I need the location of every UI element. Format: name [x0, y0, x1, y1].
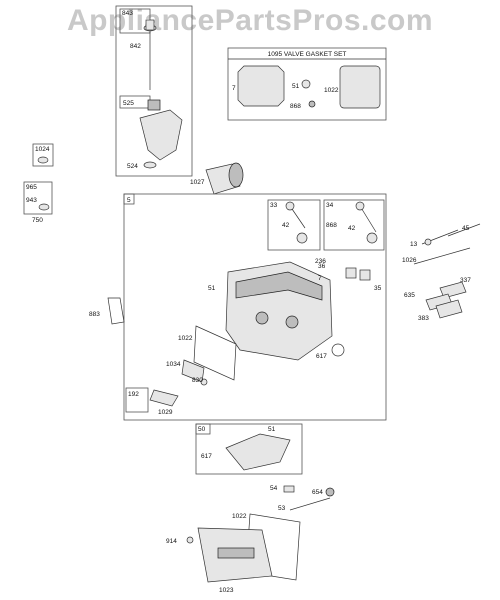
label-843: 843	[122, 10, 133, 17]
label-1026: 1026	[402, 257, 417, 264]
label-33: 33	[270, 202, 278, 209]
part-914	[186, 536, 194, 544]
label-42b: 42	[348, 225, 356, 232]
label-5: 5	[127, 197, 131, 204]
label-1022b: 1022	[178, 335, 193, 342]
valve-gasket-set-box	[227, 47, 387, 121]
dipstick-cap	[145, 19, 155, 31]
seal-868	[308, 100, 316, 108]
box-34	[323, 199, 385, 251]
gasket-1022b	[193, 325, 237, 381]
label-525: 525	[123, 100, 134, 107]
valve-45	[447, 223, 481, 237]
label-236: 236	[315, 258, 326, 265]
label-868b: 868	[326, 222, 337, 229]
fill-cap	[147, 99, 161, 111]
label-914: 914	[166, 538, 177, 545]
label-51c: 51	[268, 426, 276, 433]
pushrod-1026	[413, 247, 471, 265]
label-36: 36	[318, 263, 326, 270]
label-51b: 51	[208, 285, 216, 292]
box-965	[23, 181, 53, 215]
valve-cover-badge	[217, 547, 255, 559]
dipstick-box	[115, 5, 193, 177]
o-ring-524	[143, 161, 157, 169]
label-965: 965	[26, 184, 37, 191]
cooling-fins	[235, 271, 323, 301]
label-1022c: 1022	[232, 513, 247, 520]
label-617a: 617	[316, 353, 327, 360]
label-750: 750	[32, 217, 43, 224]
label-337: 337	[460, 277, 471, 284]
kit-title: 1095 VALVE GASKET SET	[268, 51, 347, 58]
label-7a: 7	[232, 85, 236, 92]
label-192: 192	[128, 391, 139, 398]
bolt-53	[289, 497, 331, 511]
box-33	[267, 199, 321, 251]
label-50: 50	[198, 426, 206, 433]
label-635: 635	[404, 292, 415, 299]
label-53: 53	[278, 505, 286, 512]
bracket-1029	[149, 389, 179, 407]
label-1024: 1024	[35, 146, 50, 153]
o-ring-617	[331, 343, 345, 357]
label-51a: 51	[292, 83, 300, 90]
oil-fill-tube	[139, 109, 183, 161]
part-54	[283, 485, 295, 493]
label-868a: 868	[290, 103, 301, 110]
seal-51	[301, 79, 311, 89]
label-830: 830	[192, 377, 203, 384]
intake-box	[195, 423, 303, 475]
part-654	[325, 487, 335, 497]
label-7b: 7	[318, 275, 322, 282]
label-34: 34	[326, 202, 334, 209]
label-1029: 1029	[158, 409, 173, 416]
label-54: 54	[270, 485, 278, 492]
label-383: 383	[418, 315, 429, 322]
plug-337	[439, 281, 467, 299]
gasket-7	[237, 65, 285, 107]
label-524: 524	[127, 163, 138, 170]
part-383	[435, 299, 463, 319]
label-42a: 42	[282, 222, 290, 229]
cylinder-head-box	[123, 193, 387, 421]
label-1023: 1023	[219, 587, 234, 594]
label-1034: 1034	[166, 361, 181, 368]
label-13: 13	[410, 241, 418, 248]
label-943: 943	[26, 197, 37, 204]
label-842: 842	[130, 43, 141, 50]
label-35: 35	[374, 285, 382, 292]
label-1022a: 1022	[324, 87, 339, 94]
label-883: 883	[89, 311, 100, 318]
oil-filter-end	[228, 162, 244, 188]
gasket-1022	[339, 65, 381, 109]
box-1024	[32, 143, 54, 167]
spring-36	[345, 267, 357, 279]
label-1027: 1027	[190, 179, 205, 186]
spring-35	[359, 269, 371, 281]
box-192	[125, 387, 149, 413]
intake-manifold	[225, 433, 291, 471]
label-45: 45	[462, 225, 470, 232]
watermark: AppliancePartsPros.com	[67, 4, 433, 37]
gasket-883	[107, 297, 125, 325]
label-617b: 617	[201, 453, 212, 460]
label-654: 654	[312, 489, 323, 496]
